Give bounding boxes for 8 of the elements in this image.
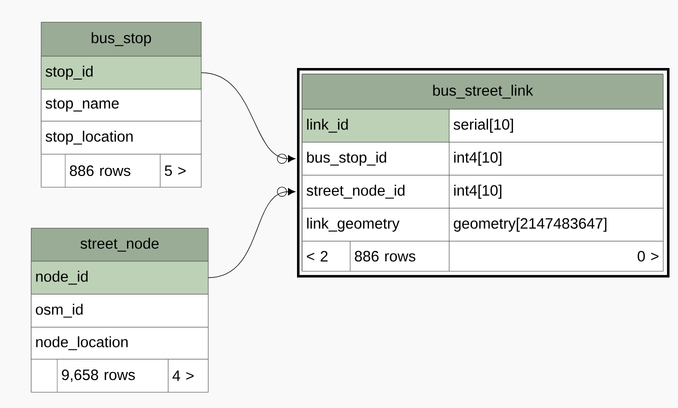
relationship-line	[208, 186, 296, 278]
table-row: stop_name	[41, 89, 202, 122]
relationship-line	[201, 72, 296, 164]
table-footer: 9,658 rows 4 >	[31, 359, 208, 392]
table-row: osm_id	[31, 294, 208, 328]
table-row: node_id	[31, 261, 208, 294]
table-row: stop_id	[41, 56, 202, 90]
table-footer: 886 rows 5 >	[41, 154, 202, 188]
